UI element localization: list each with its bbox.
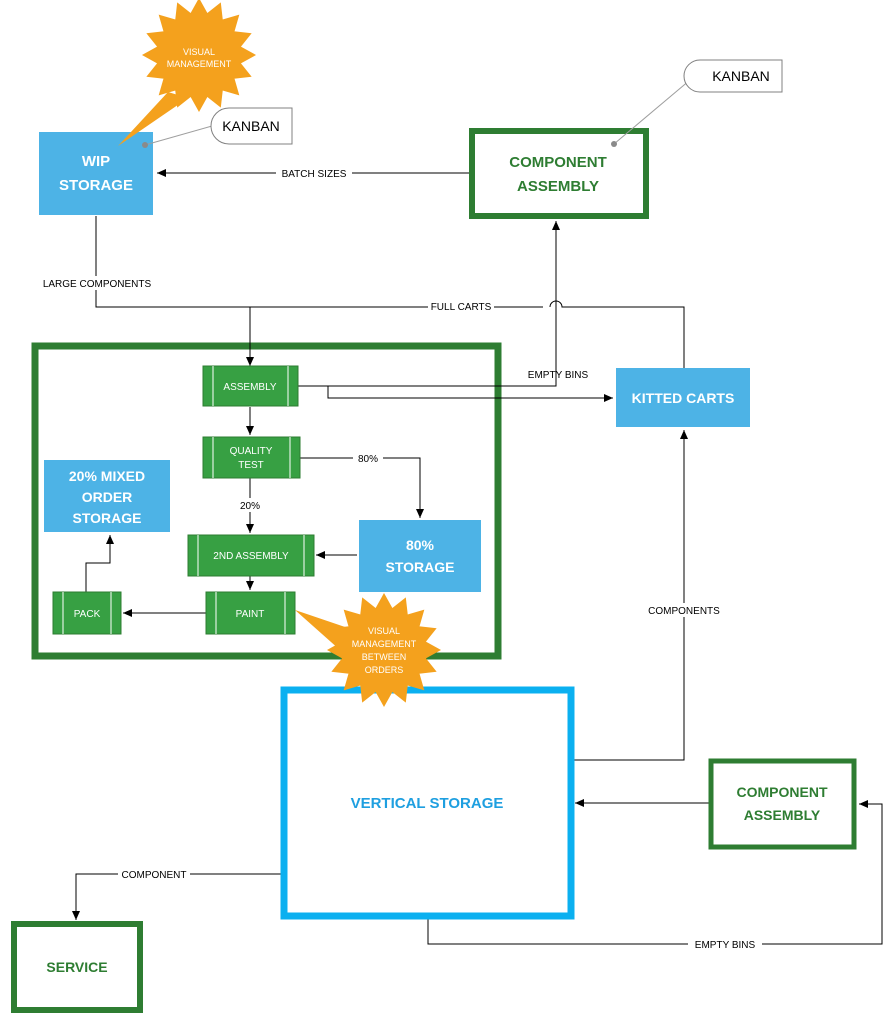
process-quality-test-line1: QUALITY — [230, 446, 273, 457]
kitted-carts-label: KITTED CARTS — [632, 390, 735, 406]
assembly-area-frame — [31, 342, 502, 660]
edge-pack-to-mixed — [85, 535, 114, 592]
kanban-right-label: KANBAN — [712, 68, 770, 84]
connectors — [72, 169, 883, 945]
wip-storage-node: WIP STORAGE — [39, 132, 153, 215]
edge-full-carts — [549, 300, 685, 368]
process-2nd-assembly-label: 2ND ASSEMBLY — [213, 551, 289, 562]
visual-management-burst-bottom: VISUAL MANAGEMENT BETWEEN ORDERS — [295, 592, 442, 708]
label-80-pct: 80% — [358, 454, 378, 465]
burst-bottom-line4: ORDERS — [365, 665, 404, 675]
edge-empty-bins-bottom — [427, 800, 883, 945]
process-pack-label: PACK — [74, 609, 101, 620]
process-paint: PAINT — [205, 591, 296, 635]
burst-bottom-line3: BETWEEN — [362, 652, 407, 662]
component-assembly-bottom-line2: ASSEMBLY — [744, 807, 821, 823]
service-label: SERVICE — [46, 959, 107, 975]
mixed-order-storage-node: 20% MIXED ORDER STORAGE — [44, 460, 170, 532]
edge-assembly-to-kitted — [327, 386, 613, 402]
process-2nd-assembly: 2ND ASSEMBLY — [187, 534, 315, 577]
label-component: COMPONENT — [122, 870, 187, 881]
edge-components — [572, 430, 688, 761]
visual-management-burst-top: VISUAL MANAGEMENT — [118, 0, 257, 146]
process-paint-label: PAINT — [236, 609, 265, 620]
edge-component — [72, 873, 281, 920]
process-assembly-label: ASSEMBLY — [223, 382, 276, 393]
label-empty-bins-top: EMPTY BINS — [528, 370, 589, 381]
kanban-left-label: KANBAN — [222, 118, 280, 134]
label-batch-sizes: BATCH SIZES — [282, 169, 347, 180]
mixed-storage-line2: ORDER — [82, 489, 133, 505]
wip-storage-line2: STORAGE — [59, 177, 133, 194]
component-assembly-top-line1: COMPONENT — [509, 154, 607, 171]
process-quality-test-line2: TEST — [238, 460, 264, 471]
kanban-callout-left: KANBAN — [142, 107, 293, 148]
burst-top-line2: MANAGEMENT — [167, 59, 232, 69]
process-quality-test: QUALITY TEST — [202, 436, 301, 479]
label-empty-bins-bottom: EMPTY BINS — [695, 940, 756, 951]
kitted-carts-node: KITTED CARTS — [616, 368, 750, 427]
burst-bottom-line2: MANAGEMENT — [352, 639, 417, 649]
burst-bottom-pointer — [295, 610, 348, 650]
mixed-storage-line1: 20% MIXED — [69, 468, 145, 484]
storage-80-line2: STORAGE — [386, 559, 455, 575]
component-assembly-bottom-node: COMPONENT ASSEMBLY — [708, 758, 857, 850]
vertical-storage-node: VERTICAL STORAGE — [280, 686, 575, 920]
component-assembly-bottom-line1: COMPONENT — [737, 784, 828, 800]
edge-qt-to-80 — [300, 457, 424, 518]
label-20-pct: 20% — [240, 501, 260, 512]
storage-80-line1: 80% — [406, 537, 435, 553]
component-assembly-top-line2: ASSEMBLY — [517, 178, 599, 195]
service-node: SERVICE — [11, 921, 143, 1013]
component-assembly-top-node: COMPONENT ASSEMBLY — [469, 128, 649, 219]
burst-bottom-line1: VISUAL — [368, 626, 400, 636]
label-components: COMPONENTS — [648, 606, 720, 617]
mixed-storage-line3: STORAGE — [73, 510, 142, 526]
process-pack: PACK — [52, 591, 122, 635]
burst-top-line1: VISUAL — [183, 47, 215, 57]
edge-empty-bins-top — [298, 221, 560, 387]
burst-top-pointer — [118, 92, 188, 146]
process-assembly: ASSEMBLY — [202, 365, 299, 407]
vertical-storage-label: VERTICAL STORAGE — [351, 795, 504, 812]
edge-large-components — [95, 216, 543, 308]
storage-80-node: 80% STORAGE — [359, 520, 481, 592]
wip-storage-line1: WIP — [82, 153, 110, 170]
label-large-components: LARGE COMPONENTS — [43, 279, 152, 290]
kanban-callout-right: KANBAN — [611, 59, 783, 147]
label-full-carts: FULL CARTS — [431, 302, 492, 313]
